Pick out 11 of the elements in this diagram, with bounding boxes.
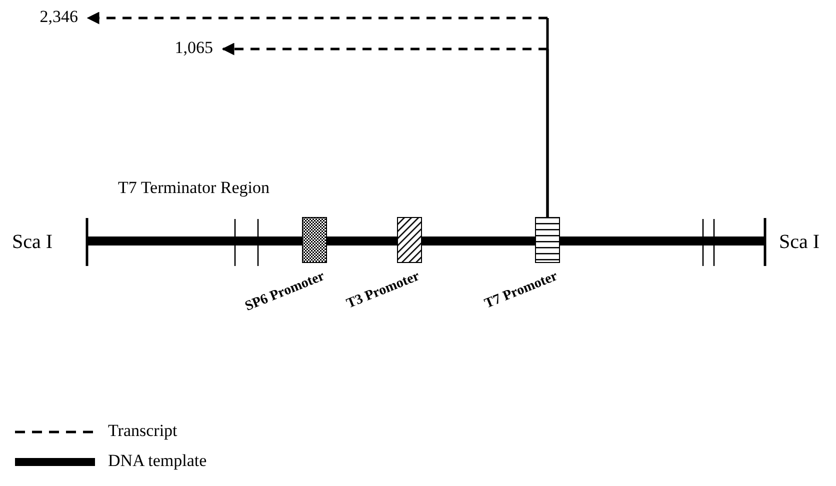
legend-label: DNA template: [108, 451, 207, 471]
promoter-box: [535, 217, 560, 263]
legend-label: Transcript: [108, 421, 178, 441]
region-label: T7 Terminator Region: [118, 178, 270, 198]
transcript-arrow: [222, 42, 549, 217]
promoter-box: [302, 217, 327, 263]
length-label: 1,065: [155, 38, 213, 58]
length-label: 2,346: [20, 7, 78, 27]
restriction-site-label: Sca I: [779, 230, 820, 254]
restriction-site-label: Sca I: [12, 230, 53, 254]
promoter-box: [397, 217, 422, 263]
